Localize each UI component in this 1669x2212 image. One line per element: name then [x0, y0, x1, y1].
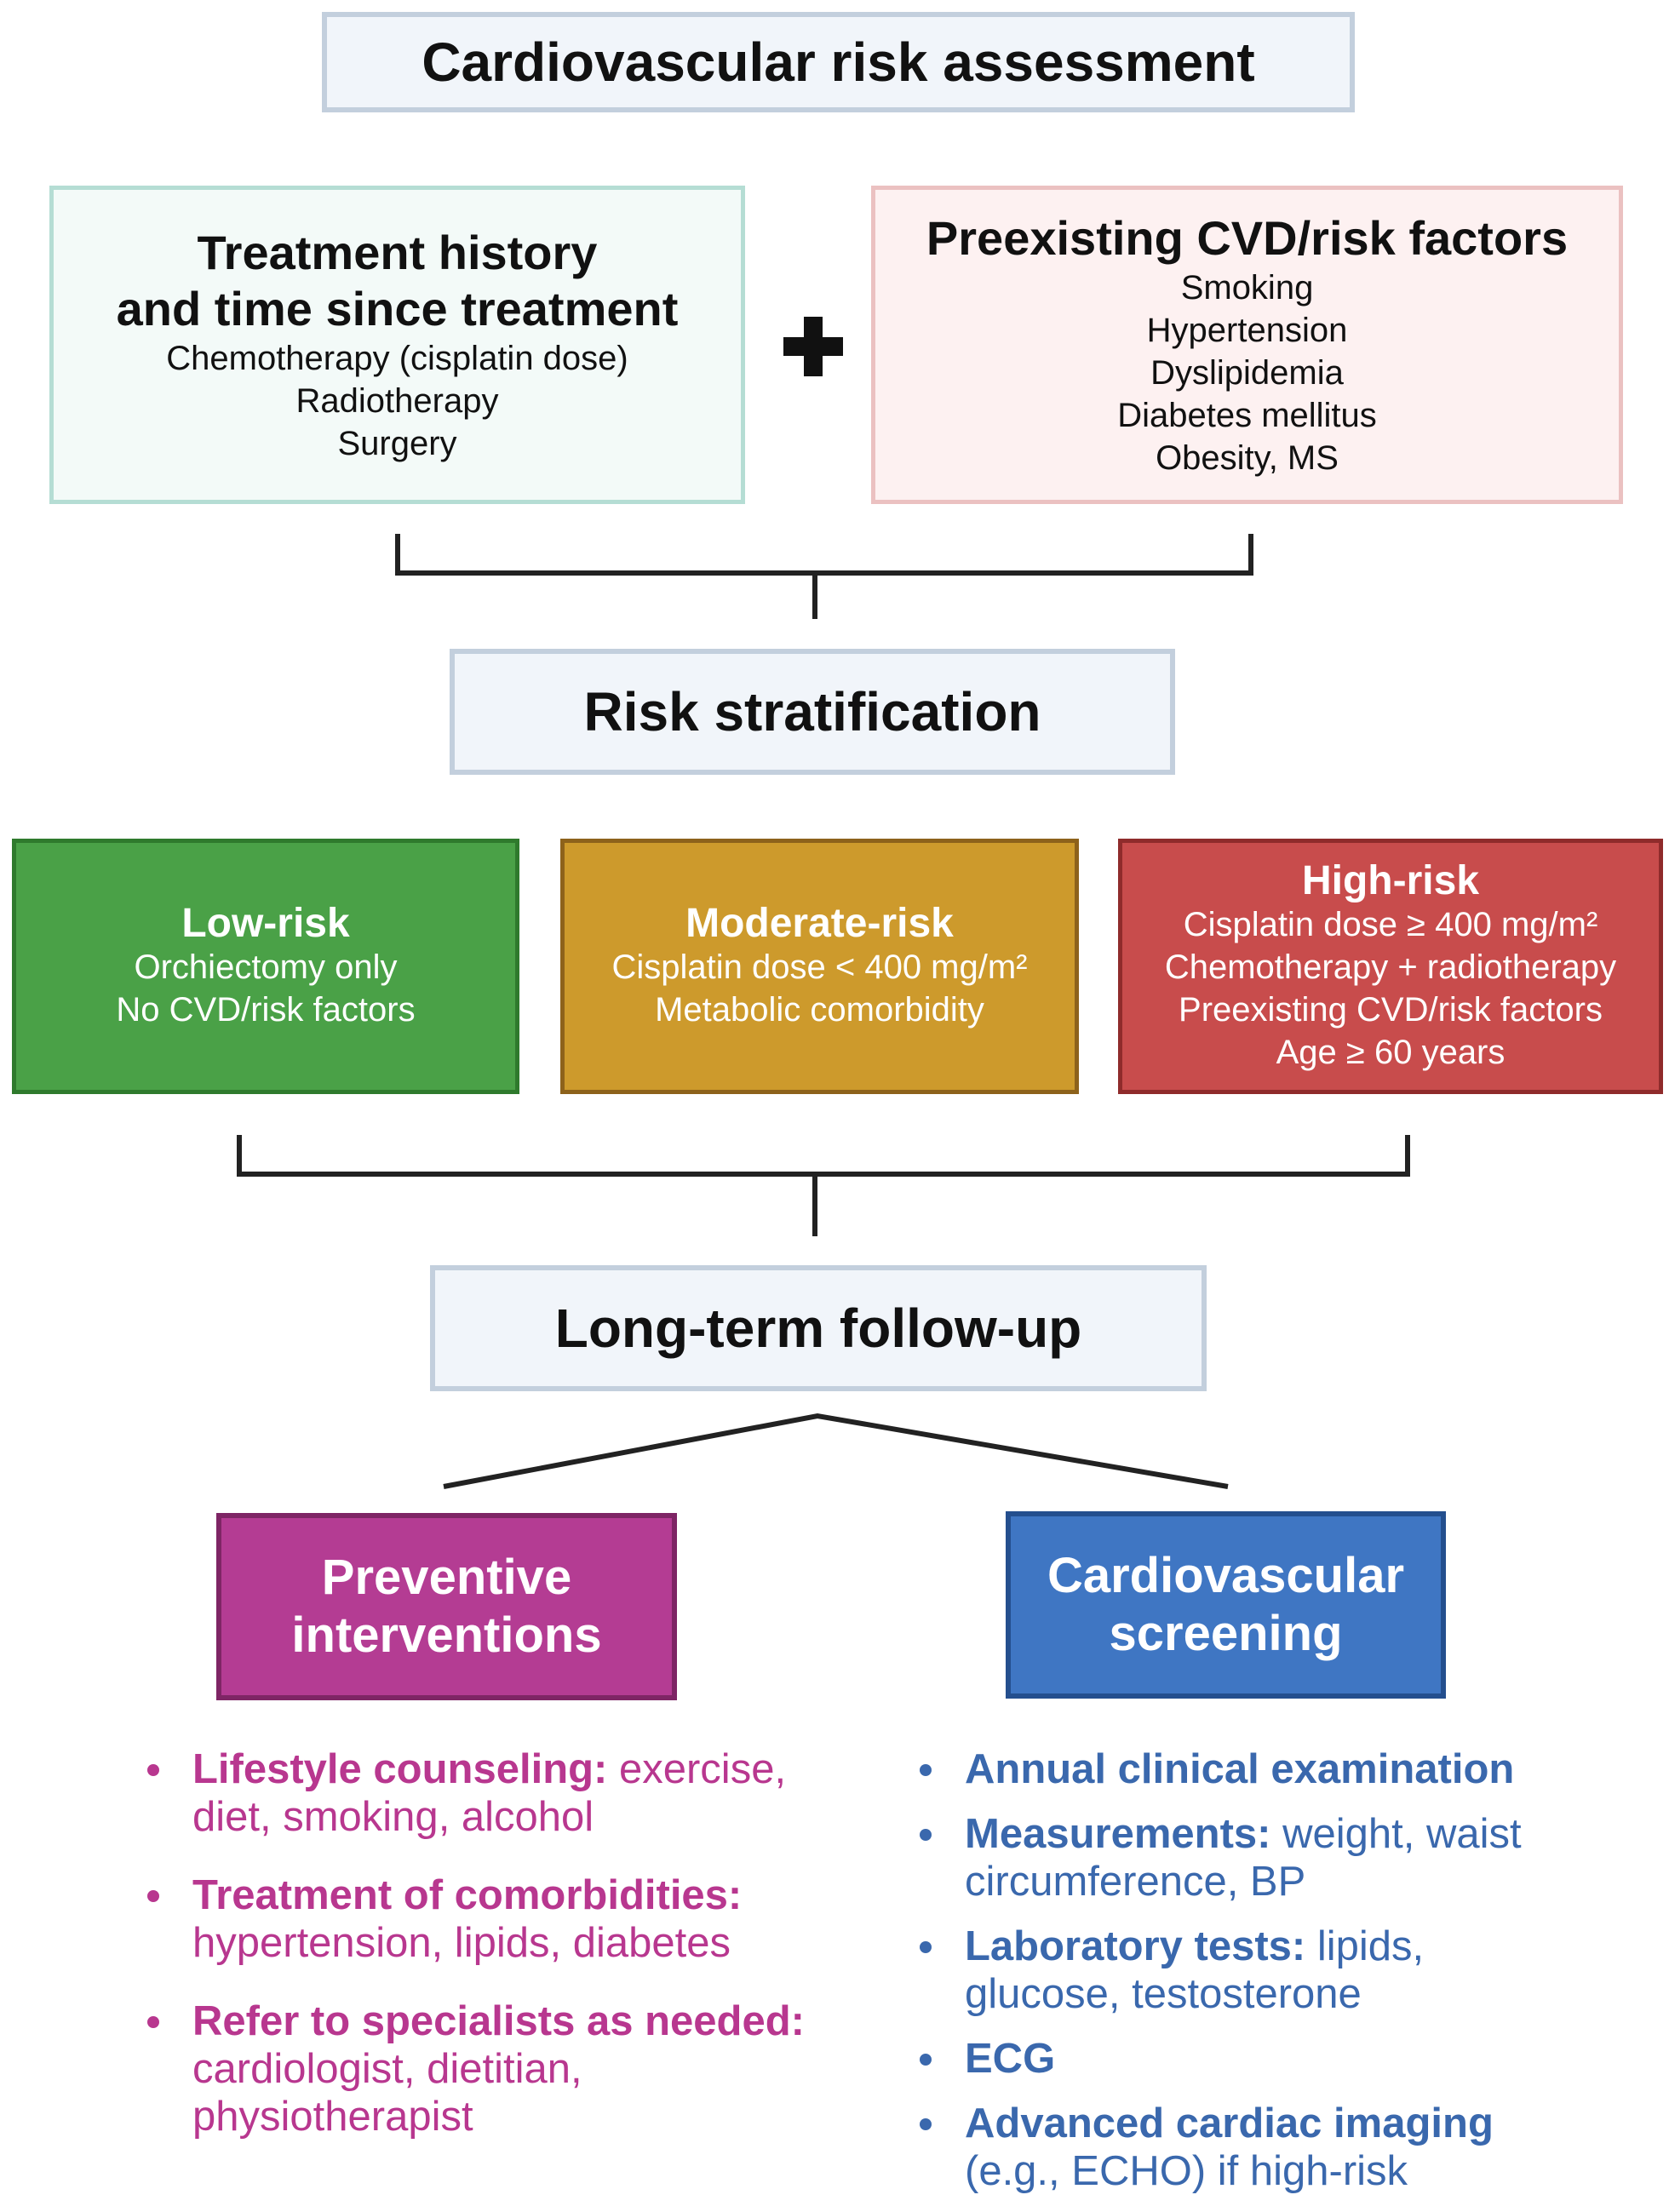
list-item: Measurements: weight, waist circumferenc…: [920, 1810, 1652, 1905]
cvd-item: Hypertension: [1146, 312, 1348, 349]
bracket-inputs: [395, 534, 1253, 576]
high-risk-item: Age ≥ 60 years: [1276, 1034, 1506, 1071]
list-item: Lifestyle counseling: exercise, diet, sm…: [147, 1745, 846, 1841]
list-item: Laboratory tests: lipids, glucose, testo…: [920, 1923, 1652, 2018]
high-risk-item: Preexisting CVD/risk factors: [1179, 991, 1603, 1029]
header-box: Cardiovascular risk assessment: [322, 12, 1355, 112]
cvd-item: Dyslipidemia: [1150, 354, 1344, 392]
followup-box: Long-term follow-up: [430, 1265, 1207, 1391]
list-item: ECG: [920, 2035, 1652, 2083]
followup-title: Long-term follow-up: [554, 1298, 1082, 1359]
treatment-title-line1: Treatment history: [197, 226, 598, 279]
list-item: Advanced cardiac imaging (e.g., ECHO) if…: [920, 2100, 1652, 2195]
high-risk-title: High-risk: [1301, 858, 1480, 903]
moderate-risk-item: Cisplatin dose < 400 mg/m²: [611, 948, 1028, 986]
bullet-icon: [920, 2054, 932, 2066]
moderate-risk-box: Moderate-risk Cisplatin dose < 400 mg/m²…: [560, 839, 1079, 1094]
cardiovascular-screening-box: Cardiovascular screening: [1006, 1511, 1446, 1699]
screening-title-line2: screening: [1109, 1606, 1343, 1661]
preventive-list: Lifestyle counseling: exercise, diet, sm…: [147, 1745, 846, 2171]
moderate-risk-item: Metabolic comorbidity: [655, 991, 984, 1029]
cvd-item: Obesity, MS: [1156, 439, 1339, 477]
plus-icon: [783, 317, 843, 376]
bracket-risks: [237, 1135, 1410, 1177]
treatment-item: Surgery: [337, 425, 457, 462]
bullet-icon: [147, 1764, 159, 1776]
list-item: Refer to specialists as needed: cardiolo…: [147, 1997, 846, 2140]
screening-list: Annual clinical examination Measurements…: [920, 1745, 1652, 2212]
moderate-risk-title: Moderate-risk: [685, 901, 954, 946]
high-risk-item: Chemotherapy + radiotherapy: [1164, 948, 1617, 986]
treatment-item: Radiotherapy: [295, 382, 499, 420]
screening-title-line1: Cardiovascular: [1047, 1548, 1405, 1603]
list-item: Treatment of comorbidities: hypertension…: [147, 1871, 846, 1967]
preventive-title-line1: Preventive: [321, 1550, 572, 1605]
low-risk-item: No CVD/risk factors: [116, 991, 416, 1029]
list-item: Annual clinical examination: [920, 1745, 1652, 1793]
risk-stratification-title: Risk stratification: [583, 681, 1041, 742]
treatment-item: Chemotherapy (cisplatin dose): [166, 340, 628, 377]
low-risk-item: Orchiectomy only: [134, 948, 398, 986]
branch-followup: [443, 1413, 1229, 1489]
bullet-icon: [147, 2016, 159, 2028]
page-title: Cardiovascular risk assessment: [422, 32, 1255, 93]
cvd-item: Diabetes mellitus: [1117, 397, 1377, 434]
high-risk-box: High-risk Cisplatin dose ≥ 400 mg/m² Che…: [1118, 839, 1663, 1094]
cvd-title: Preexisting CVD/risk factors: [926, 211, 1569, 265]
risk-stratification-box: Risk stratification: [450, 649, 1175, 775]
treatment-history-box: Treatment history and time since treatme…: [49, 186, 745, 504]
cvd-item: Smoking: [1180, 269, 1314, 307]
preventive-interventions-box: Preventive interventions: [216, 1513, 677, 1700]
low-risk-box: Low-risk Orchiectomy only No CVD/risk fa…: [12, 839, 519, 1094]
high-risk-item: Cisplatin dose ≥ 400 mg/m²: [1183, 906, 1598, 943]
treatment-title-line2: and time since treatment: [116, 282, 679, 335]
bullet-icon: [920, 1941, 932, 1953]
low-risk-title: Low-risk: [181, 901, 350, 946]
bullet-icon: [920, 2118, 932, 2130]
cvd-risk-factors-box: Preexisting CVD/risk factors Smoking Hyp…: [871, 186, 1623, 504]
preventive-title-line2: interventions: [291, 1607, 602, 1663]
bullet-icon: [920, 1829, 932, 1841]
bullet-icon: [147, 1890, 159, 1902]
bullet-icon: [920, 1764, 932, 1776]
